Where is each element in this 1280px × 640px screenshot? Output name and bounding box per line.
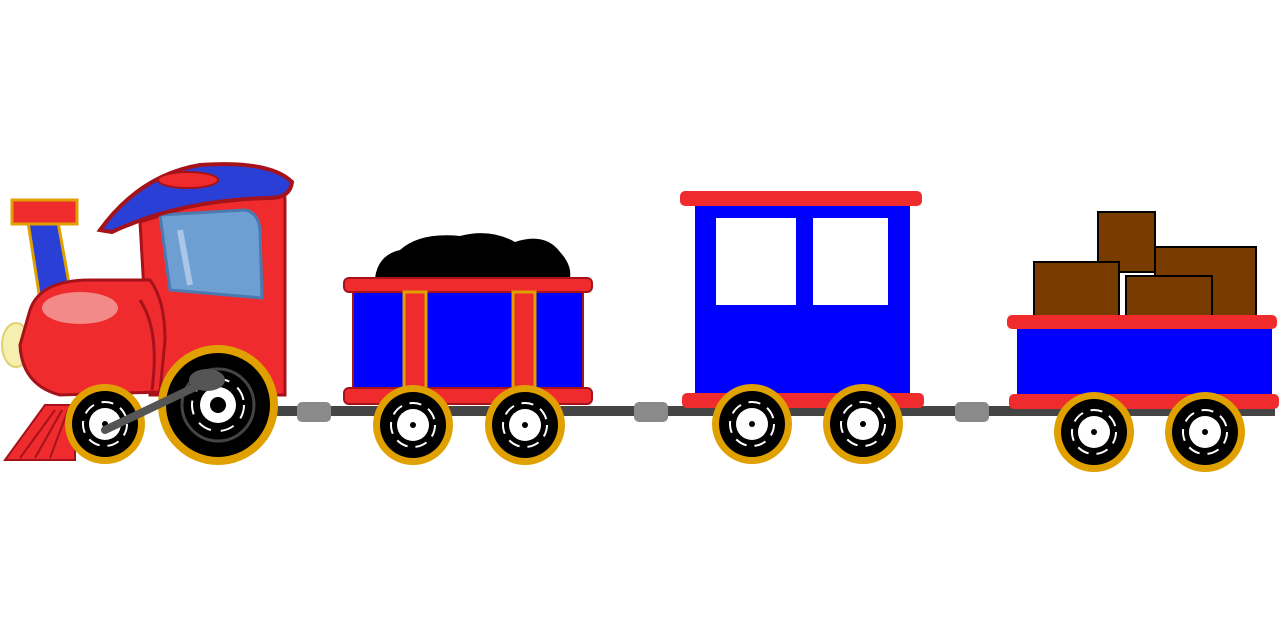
crate-middle: [1125, 275, 1213, 320]
crate-left: [1033, 261, 1120, 320]
coal-car: [343, 233, 593, 466]
coal-car-wheel-2: [484, 384, 566, 466]
flatcar-body: [1017, 325, 1272, 395]
passenger-window-left: [716, 218, 796, 305]
cab-window: [158, 208, 264, 300]
coupler-3: [955, 402, 989, 422]
roof-hatch: [157, 171, 219, 189]
coal-car-wheel-1: [372, 384, 454, 466]
boiler-highlight: [42, 292, 118, 324]
coal-car-stripe-right: [511, 290, 537, 394]
coupler-1: [297, 402, 331, 422]
flatcar-wheel-2: [1164, 391, 1246, 473]
passenger-car-roof: [680, 191, 922, 206]
passenger-car-wheel-1: [711, 383, 793, 465]
flatcar-top-rim: [1007, 315, 1277, 329]
piston-rod: [101, 376, 214, 434]
passenger-car-wheel-2: [822, 383, 904, 465]
smokestack-cap: [10, 198, 79, 226]
coupler-2: [634, 402, 668, 422]
coal-car-stripe-left: [402, 290, 428, 394]
coal-pile: [375, 233, 571, 278]
coal-car-body: [352, 287, 584, 395]
flatcar-wheel-1: [1053, 391, 1135, 473]
cow-catcher: [3, 404, 76, 461]
loco-small-wheel: [64, 383, 146, 465]
cargo-flatcar: [1007, 211, 1279, 473]
loco-big-wheel: [156, 343, 280, 467]
locomotive: [1, 162, 295, 467]
flatcar-base: [1009, 394, 1279, 409]
coal-car-top-rim: [343, 277, 593, 293]
passenger-car: [680, 191, 924, 465]
passenger-window-right: [813, 218, 888, 305]
